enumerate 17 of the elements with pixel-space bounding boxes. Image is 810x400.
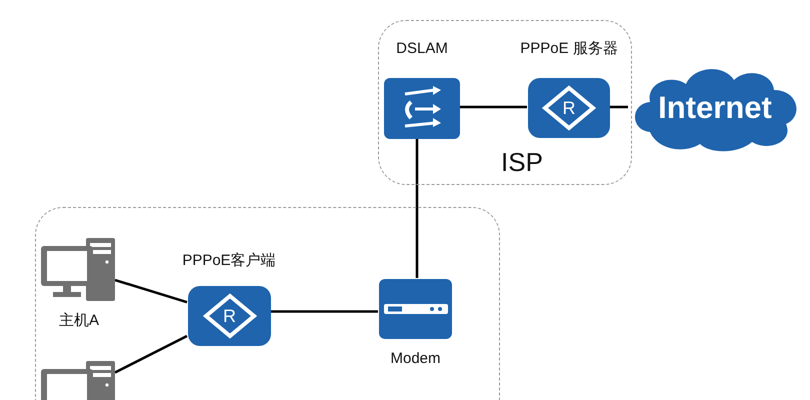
device-label: 主机A (58, 311, 99, 331)
connector-line (459, 106, 527, 108)
dashed-region (35, 207, 500, 400)
region-label: ISP (501, 149, 543, 175)
device-label: DSLAM (396, 39, 448, 59)
connector-line (114, 334, 188, 374)
router-letter: R (562, 99, 576, 117)
device-label: Modem (390, 349, 441, 369)
connector-line (609, 106, 628, 108)
connector-line (270, 310, 378, 313)
router-letter: R (223, 307, 236, 325)
dashed-region (378, 20, 632, 185)
cloud-label: Internet (658, 92, 772, 122)
connector-line (114, 278, 188, 304)
device-label: PPPoE 服务器 (520, 39, 618, 59)
device-label: PPPoE客户端 (182, 251, 276, 271)
connector-line (416, 138, 418, 278)
